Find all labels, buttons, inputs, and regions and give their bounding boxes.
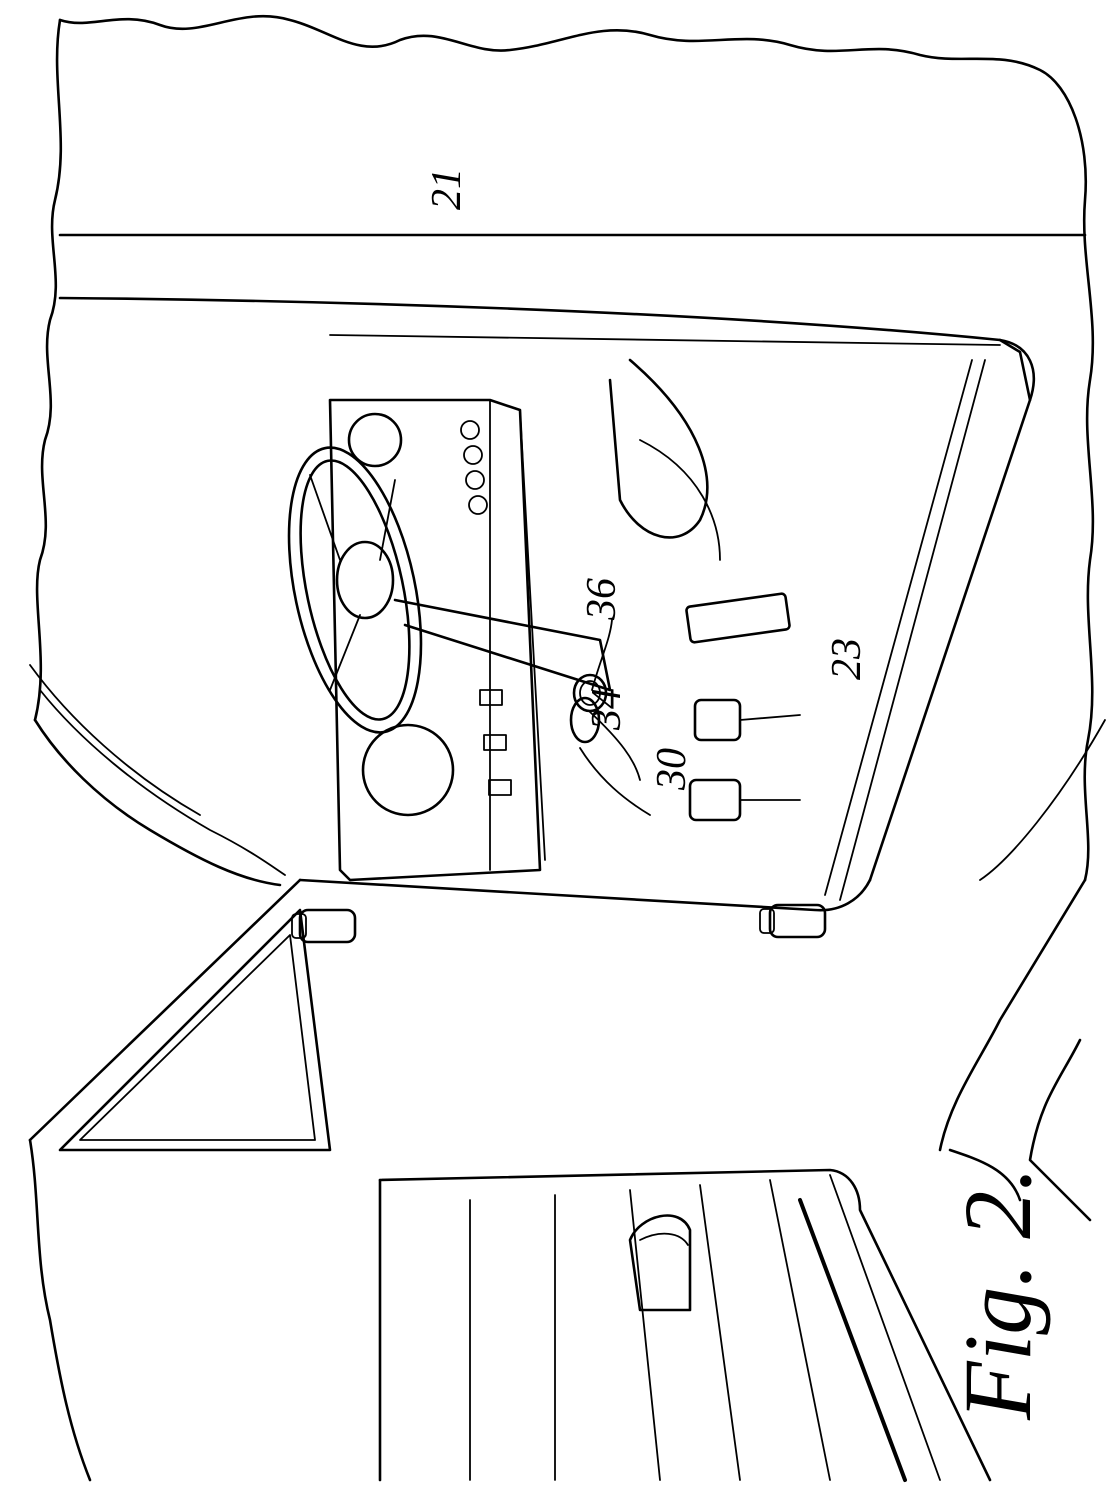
label-23: 23: [824, 638, 870, 680]
steering-wheel: [287, 446, 612, 734]
door-hinges: [291, 903, 827, 944]
figure-caption: Fig. 2.: [944, 1167, 1051, 1421]
door-frame: [29, 233, 1106, 1152]
lower-torn-edge: [948, 1038, 1092, 1222]
pedals: [685, 592, 801, 822]
rocker-switches: [479, 689, 512, 796]
outer-torn-edge: [33, 14, 1095, 882]
label-34: 34: [584, 688, 630, 731]
label-30: 30: [649, 748, 695, 791]
dashboard-console: [328, 398, 546, 882]
indicator-lamps: [460, 420, 488, 515]
label-21: 21: [424, 168, 470, 210]
door-panel: [28, 878, 992, 1482]
label-36: 36: [579, 578, 625, 621]
control-knob: [569, 619, 651, 816]
seat: [608, 358, 721, 561]
